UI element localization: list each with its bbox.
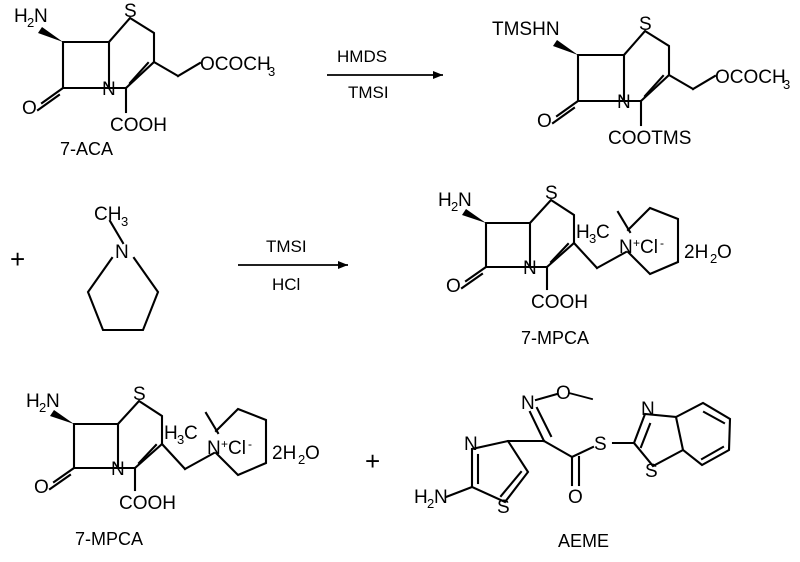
label-ketone-oxygen: O (22, 98, 37, 119)
label-methyl-c: C (596, 222, 610, 243)
label-amine-sub: 2 (39, 400, 46, 415)
label-methyl-h: H (576, 222, 590, 243)
label-quaternary-charge: + (633, 236, 640, 250)
label-methyl-c: C (184, 423, 198, 444)
label-acetoxy-sub: 3 (783, 77, 790, 92)
label-chloride: Cl (228, 438, 246, 459)
label-pyrrolidine-nitrogen: N (115, 242, 129, 263)
label-amine-n: N (434, 487, 448, 508)
label-carboxylic-acid: COOH (119, 493, 176, 514)
label-hydrate-sub: 2 (298, 452, 305, 467)
label-benzothiazole-nitrogen: N (641, 399, 655, 420)
structure-aeme: H 2 N N S N O S O N S AEME (414, 383, 732, 551)
label-ring-nitrogen: N (102, 79, 116, 100)
label-carboxylic-acid-tms: COOTMS (608, 128, 691, 149)
conditions-above-1: HMDS (337, 47, 387, 66)
label-hydrate-sub: 2 (710, 251, 717, 266)
label-acetoxy: OCOCH (200, 54, 271, 75)
caption-7-mpca-row3: 7-MPCA (75, 529, 143, 549)
label-chloride: Cl (640, 237, 658, 258)
label-carbonyl-oxygen: O (568, 487, 583, 508)
structure-7-mpca-row2: H 2 N S N O COOH H 3 C N + Cl - 2H 2 O 7… (438, 183, 732, 348)
label-sulfur: S (639, 14, 652, 35)
conditions-below-1: TMSI (348, 83, 389, 102)
conditions-above-2: TMSI (266, 237, 307, 256)
label-oxime-oxygen: O (556, 383, 571, 404)
label-amine-n: N (458, 190, 472, 211)
reaction-arrow-1: HMDS TMSI (327, 47, 443, 102)
label-ketone-oxygen: O (34, 477, 49, 498)
structure-n-methylpyrrolidine: N CH 3 (86, 204, 160, 332)
label-sulfur: S (124, 1, 137, 22)
label-amine-h: H (14, 6, 28, 27)
label-chloride-charge: - (248, 437, 252, 451)
label-amine-h: H (438, 190, 452, 211)
label-methyl-sub: 3 (177, 432, 184, 447)
label-hydrate: 2H (272, 443, 296, 464)
label-chloride-charge: - (660, 236, 664, 250)
label-tms-amine: TMSHN (492, 19, 560, 40)
label-carboxylic-acid: COOH (531, 292, 588, 313)
label-thioester-sulfur: S (594, 434, 607, 455)
label-ring-nitrogen: N (111, 459, 125, 480)
label-methyl-sub: 3 (121, 214, 128, 229)
label-acetoxy-sub: 3 (268, 64, 275, 79)
label-amine-h: H (26, 391, 40, 412)
label-ketone-oxygen: O (446, 276, 461, 297)
structure-7-aca: H 2 N S N O COOH OCOCH 3 7-ACA (14, 1, 275, 159)
label-amine-n: N (34, 6, 48, 27)
label-hydrate-o: O (305, 443, 320, 464)
label-hydrate: 2H (684, 242, 708, 263)
label-amine-sub: 2 (451, 199, 458, 214)
label-ketone-oxygen: O (537, 111, 552, 132)
caption-aeme: AEME (558, 531, 609, 551)
reaction-arrow-2: TMSI HCl (238, 237, 348, 294)
caption-7-mpca-row2: 7-MPCA (521, 328, 589, 348)
label-methyl-sub: 3 (589, 231, 596, 246)
label-quaternary-charge: + (221, 437, 228, 451)
label-benzothiazole-sulfur: S (645, 461, 658, 482)
label-hydrate-o: O (717, 242, 732, 263)
label-ring-nitrogen: N (617, 92, 631, 113)
label-carboxylic-acid: COOH (110, 115, 167, 136)
label-methyl-h: H (164, 423, 178, 444)
plus-operator-row3: + (365, 446, 380, 476)
label-thiazole-nitrogen: N (464, 434, 478, 455)
label-quaternary-nitrogen: N (619, 237, 633, 258)
label-amine-sub: 2 (427, 496, 434, 511)
label-amine-h: H (414, 487, 428, 508)
structure-silylated-7-aca: TMSHN S N O COOTMS OCOCH 3 (492, 14, 790, 149)
label-quaternary-nitrogen: N (207, 438, 221, 459)
label-ring-nitrogen: N (523, 258, 537, 279)
label-thiazole-sulfur: S (497, 497, 510, 518)
label-amine-n: N (46, 391, 60, 412)
caption-7-aca: 7-ACA (60, 139, 113, 159)
label-sulfur: S (545, 183, 558, 204)
conditions-below-2: HCl (272, 275, 300, 294)
label-oxime-nitrogen: N (521, 393, 535, 414)
label-acetoxy: OCOCH (715, 67, 786, 88)
label-sulfur: S (133, 384, 146, 405)
label-amine-sub: 2 (27, 15, 34, 30)
plus-operator-row2: + (10, 244, 25, 274)
label-methyl: CH (94, 204, 121, 225)
structure-7-mpca-row3: H 2 N S N O COOH H 3 C N + Cl - 2H 2 O 7… (26, 384, 320, 549)
